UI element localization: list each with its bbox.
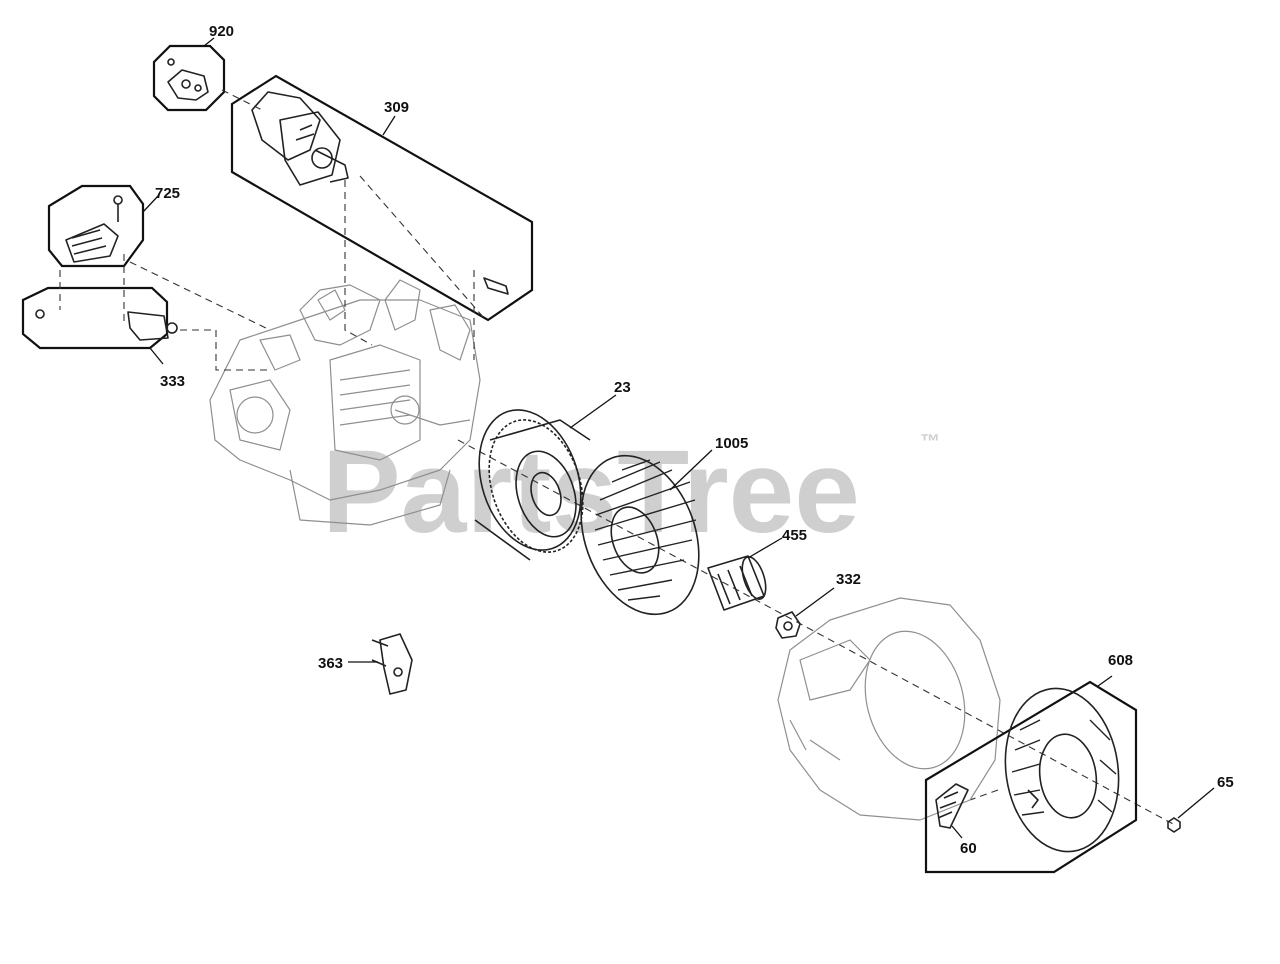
callout-65: 65 (1217, 774, 1234, 791)
callout-725: 725 (155, 185, 180, 202)
watermark-trademark: ™ (920, 431, 940, 453)
engine-block (209, 279, 481, 526)
callout-309: 309 (384, 99, 409, 116)
part-363-mount (371, 633, 413, 695)
callout-23: 23 (614, 379, 631, 396)
part-608-recoil-starter (1004, 687, 1120, 853)
part-920-solenoid (167, 58, 209, 101)
leader-60 (951, 825, 963, 839)
box-920 (152, 44, 226, 112)
leader-332 (795, 587, 835, 617)
part-309-starter-motor (251, 91, 509, 295)
box-309 (230, 74, 534, 322)
leader-455 (747, 537, 783, 559)
part-23-flywheel (474, 409, 591, 561)
leader-333 (149, 347, 164, 365)
callout-363: 363 (318, 655, 343, 672)
callout-333: 333 (160, 373, 185, 390)
callout-60: 60 (960, 840, 977, 857)
leader-608 (1097, 675, 1113, 687)
assembly-lines (59, 89, 1176, 826)
part-332-nut (775, 611, 801, 639)
callout-1005: 1005 (715, 435, 748, 452)
leader-23 (569, 394, 617, 429)
part-725-bracket (65, 195, 123, 263)
leader-725 (142, 195, 159, 213)
leader-1005 (669, 449, 713, 491)
part-60-handle (935, 783, 969, 829)
part-333-switch (35, 309, 178, 341)
leader-309 (382, 115, 396, 136)
callout-608: 608 (1108, 652, 1133, 669)
leader-920 (203, 37, 215, 47)
leader-65 (1177, 787, 1215, 819)
blower-housing (777, 597, 1001, 821)
callout-455: 455 (782, 527, 807, 544)
callout-332: 332 (836, 571, 861, 588)
watermark-text: PartsTree (322, 426, 860, 558)
part-65-screw (1167, 817, 1181, 833)
box-725 (47, 184, 145, 268)
box-608 (924, 680, 1138, 874)
part-1005-fan (580, 454, 700, 616)
callout-920: 920 (209, 23, 234, 40)
part-455-cup (707, 555, 767, 611)
